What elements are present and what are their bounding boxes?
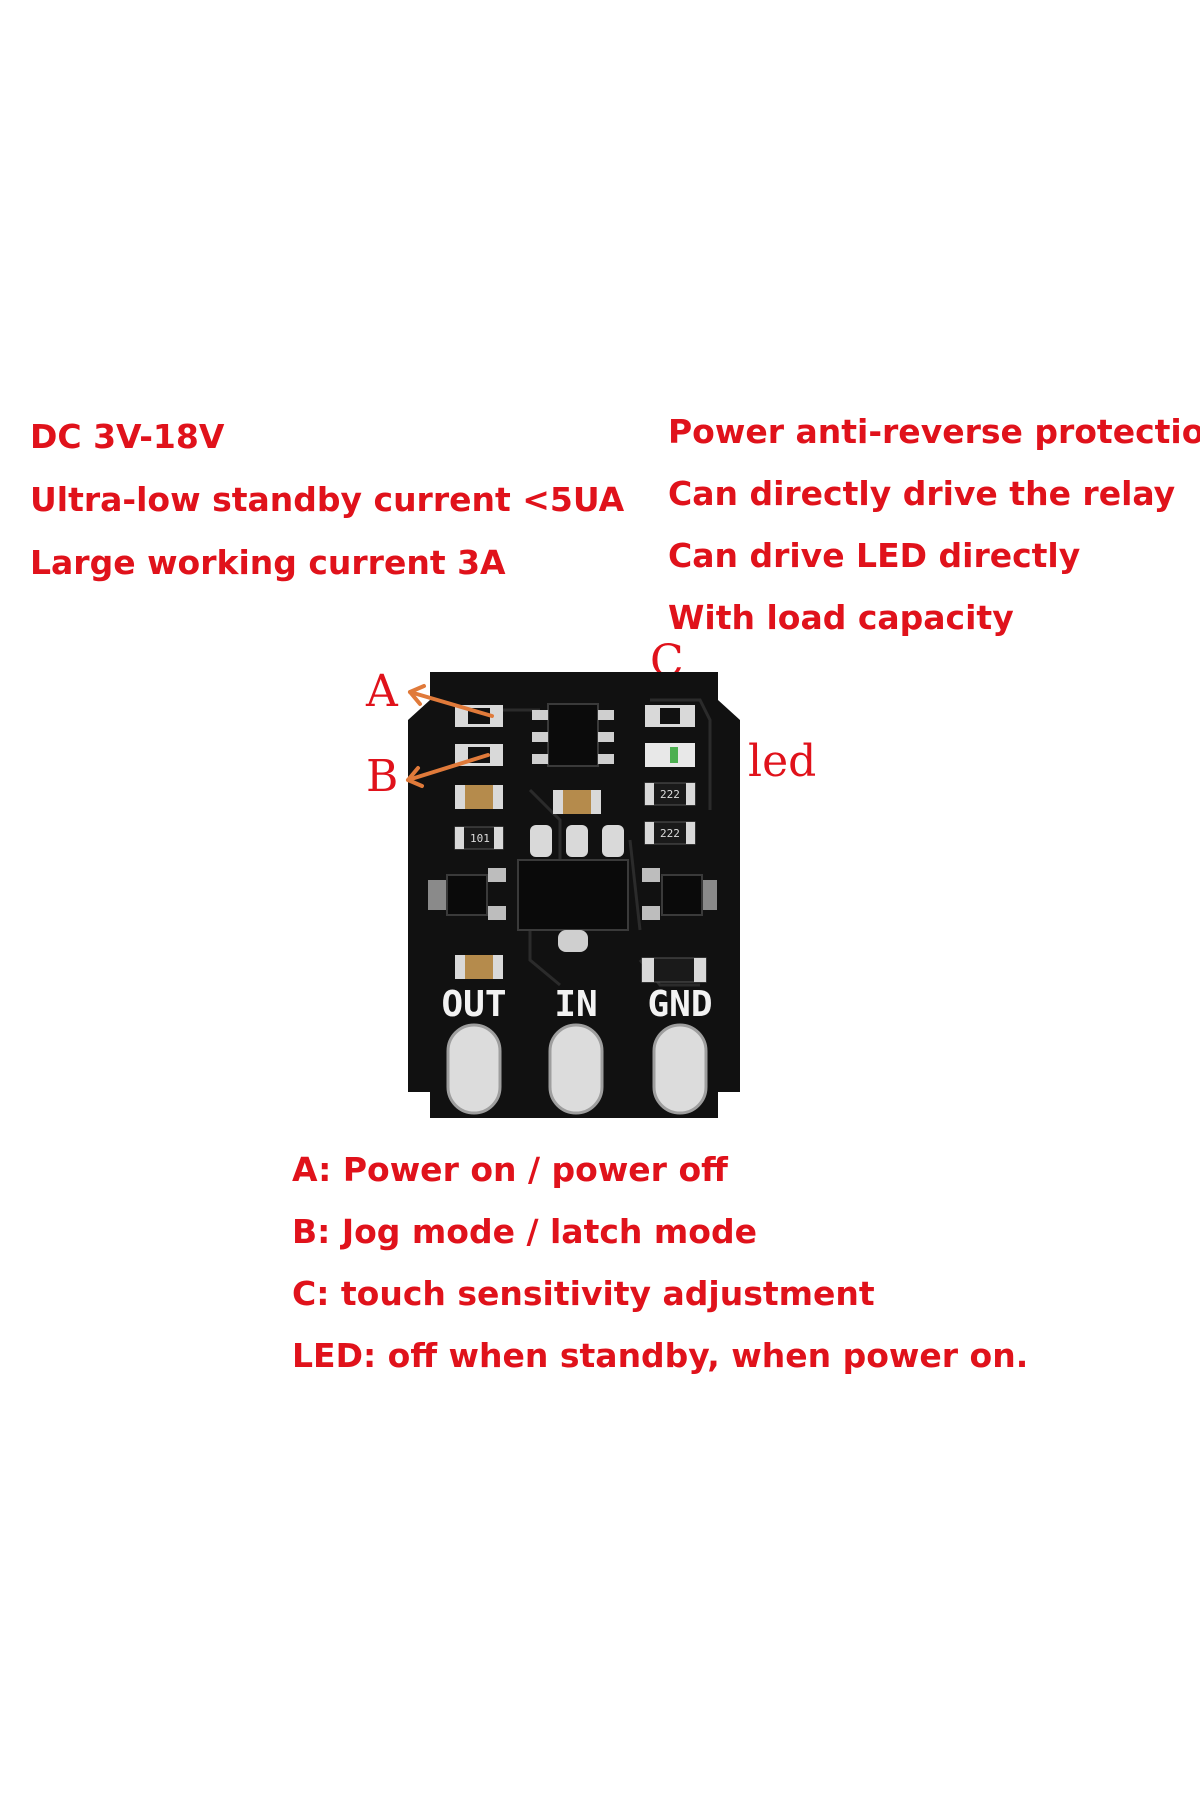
note-b-mode: B: Jog mode / latch mode <box>292 1212 757 1251</box>
spec-anti-reverse: Power anti-reverse protection <box>668 412 1200 451</box>
smd-resistor-222 <box>644 821 696 845</box>
connection-pads <box>446 1023 708 1115</box>
pad-gnd <box>652 1023 708 1115</box>
transistor-right <box>642 868 717 920</box>
note-led-status: LED: off when standby, when power on. <box>292 1336 1029 1375</box>
ic-top-pins <box>532 710 614 764</box>
spec-working-current: Large working current 3A <box>30 543 506 582</box>
regulator-chip <box>517 825 629 952</box>
callout-arrows <box>406 684 494 788</box>
callout-a: A <box>366 666 398 717</box>
spec-drive-relay: Can directly drive the relay <box>668 474 1176 513</box>
pin-label-gnd: GND <box>647 984 712 1025</box>
spec-drive-led: Can drive LED directly <box>668 536 1081 575</box>
smd-resistor-101 <box>454 826 504 850</box>
smd-component <box>641 957 707 983</box>
callout-led: led <box>748 736 817 787</box>
smd-resistor-222 <box>644 782 696 806</box>
resistor-code-label: 222 <box>660 788 680 801</box>
arrow-b-icon <box>406 753 490 782</box>
transistor-left <box>428 868 506 920</box>
note-c-sensitivity: C: touch sensitivity adjustment <box>292 1274 875 1313</box>
spec-load-capacity: With load capacity <box>668 598 1014 637</box>
note-a-power: A: Power on / power off <box>292 1150 728 1189</box>
pad-out <box>446 1023 502 1115</box>
ic-top <box>547 703 599 767</box>
spec-voltage: DC 3V-18V <box>30 417 225 456</box>
led-indicator <box>645 743 695 767</box>
smd-component <box>553 790 601 814</box>
pin-label-in: IN <box>554 984 597 1025</box>
callout-b: B <box>366 751 399 802</box>
smd-component <box>455 785 503 809</box>
touch-pad-c <box>645 705 695 727</box>
pad-in <box>548 1023 604 1115</box>
spec-standby-current: Ultra-low standby current <5UA <box>30 480 625 519</box>
arrow-a-icon <box>408 690 494 718</box>
smd-component <box>455 955 503 979</box>
pin-label-out: OUT <box>441 984 506 1025</box>
resistor-code-label: 101 <box>470 832 490 845</box>
resistor-code-label: 222 <box>660 827 680 840</box>
